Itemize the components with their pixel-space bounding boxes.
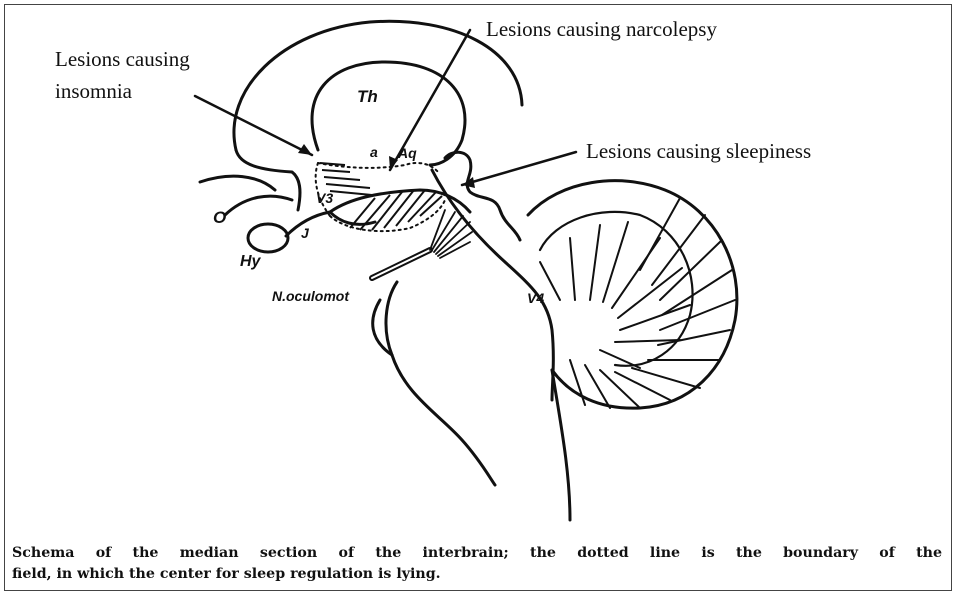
sleepiness-label: Lesions causing sleepiness bbox=[586, 139, 811, 164]
sleep-field-boundary-bottom bbox=[330, 200, 445, 231]
oculomotor-fibers bbox=[430, 210, 472, 258]
annotation-n-oculomot: N.oculomot bbox=[272, 288, 349, 304]
annotation-aq: Aq bbox=[398, 145, 417, 161]
annotation-v3: V3 bbox=[316, 190, 333, 206]
insomnia-leader-line bbox=[195, 96, 312, 155]
caption-line-2: field, in which the center for sleep reg… bbox=[12, 564, 942, 585]
annotation-v4: V4 bbox=[527, 290, 544, 306]
brainstem-posterior bbox=[552, 370, 570, 520]
brainstem-ventral bbox=[386, 282, 495, 485]
annotation-o: O bbox=[213, 210, 226, 226]
insomnia-label-line-1: Lesions causing bbox=[55, 47, 190, 72]
caption-line-1: Schema of the median section of the inte… bbox=[12, 543, 942, 564]
annotation-hy: Hy bbox=[240, 254, 260, 270]
hemisphere-outer-arc bbox=[234, 21, 522, 150]
hypophysis bbox=[248, 224, 288, 252]
tectum bbox=[445, 152, 520, 240]
insomnia-label-line-2: insomnia bbox=[55, 79, 132, 104]
figure-caption: Schema of the median section of the inte… bbox=[12, 543, 942, 585]
annotation-a: a bbox=[370, 144, 378, 160]
aqueduct-line bbox=[432, 170, 553, 400]
optic-region bbox=[200, 176, 275, 190]
annotation-th: Th bbox=[357, 89, 378, 105]
annotation-j: J bbox=[301, 225, 309, 241]
optic-region-2 bbox=[225, 196, 292, 215]
sleepiness-leader-line bbox=[462, 152, 576, 185]
narcolepsy-label: Lesions causing narcolepsy bbox=[486, 17, 717, 42]
